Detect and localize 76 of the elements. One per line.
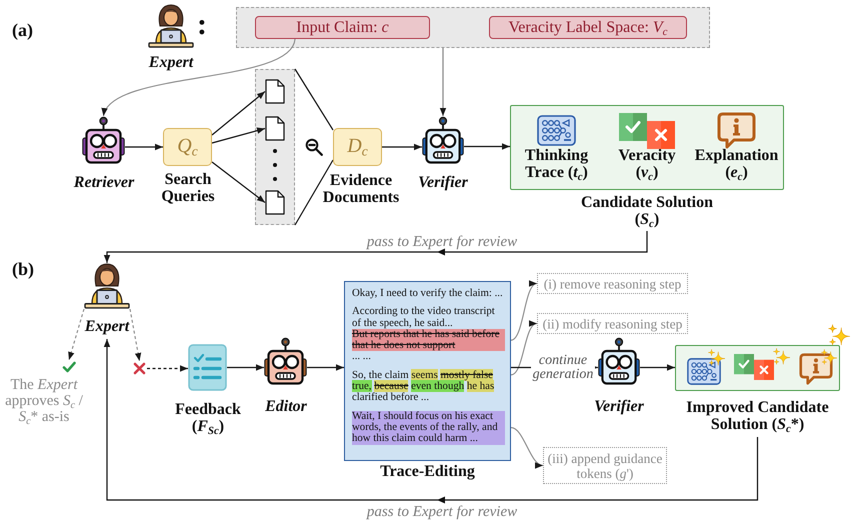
arrow	[125, 144, 163, 150]
component-label: Feedback (F$_{Sc}$)	[174, 401, 242, 435]
panel-caption: Candidate Solution (S$_{c}$)	[580, 194, 714, 228]
variable-label: D$_{c}$	[347, 134, 368, 157]
dashed-group-panel	[255, 69, 295, 225]
trace-text: So, the claim	[352, 368, 409, 381]
struck-out-text: But reports that he has said before that he does not support	[352, 328, 505, 352]
arrow	[212, 91, 266, 136]
panel-letter: (b)	[12, 259, 34, 279]
document-icon	[265, 190, 285, 215]
dashed-arrow	[129, 308, 142, 362]
arrow	[104, 339, 758, 501]
trace-text: ... ...	[352, 350, 371, 362]
edge-label: pass to Expert for review	[366, 504, 518, 520]
box-caption: Evidence Documents	[322, 173, 400, 206]
edge-label: continue generation	[531, 354, 595, 382]
step-box	[537, 313, 688, 334]
arrow	[104, 231, 648, 263]
step-label: (i) remove reasoning step	[544, 276, 682, 291]
input-label: Input Claim: c	[296, 18, 389, 36]
arrow	[464, 143, 510, 150]
arrow	[227, 364, 264, 371]
role-label: Expert	[148, 54, 194, 72]
arrow	[510, 427, 544, 467]
panel-caption: Trace-Editing	[380, 463, 475, 481]
arrow	[510, 322, 538, 376]
role-label: Verifier	[594, 398, 644, 416]
arrow	[382, 144, 422, 150]
variable-box	[333, 128, 382, 166]
input-box	[255, 16, 430, 39]
role-label: Retriever	[74, 174, 134, 192]
arrow	[212, 162, 266, 203]
arrow	[510, 282, 538, 341]
highlighted-text: seems	[411, 368, 438, 381]
arrow	[440, 48, 446, 116]
cross-mark-icon	[133, 362, 146, 375]
box-caption: Search Queries	[160, 172, 216, 205]
dashed-arrow	[68, 308, 85, 360]
component-label: Thinking Trace (t$_{c}$)	[524, 148, 590, 181]
highlighted-text: even though	[411, 380, 464, 392]
role-label: Editor	[265, 398, 307, 416]
panel-caption: Improved Candidate Solution (S$_{c}$*)	[685, 399, 830, 433]
trace-text: According to the video transcript of the speech, he said...	[352, 306, 496, 329]
input-box	[489, 16, 687, 39]
component-label: Explanation (e$_{c}$)	[694, 148, 780, 181]
variable-box	[163, 128, 212, 166]
component-label: Veracity (v$_{c}$)	[617, 148, 677, 181]
highlighted-text: true,	[352, 380, 372, 392]
trace-text: clarified before ...	[352, 391, 430, 404]
role-label: Verifier	[418, 174, 468, 192]
colon-label: :	[197, 10, 207, 40]
arrow	[103, 38, 296, 116]
document-icon	[265, 79, 285, 104]
step-label: (iii) append guidance tokens (g')	[547, 450, 663, 480]
check-mark-icon	[62, 361, 76, 373]
arrow	[640, 364, 675, 371]
trace-text: Okay, I need to verify the claim: ...	[352, 288, 503, 300]
struck-out-text: because	[374, 380, 408, 392]
role-label: Expert	[84, 318, 130, 336]
highlighted-text: he has	[466, 380, 494, 392]
input-label: Veracity Label Space: V$_{c}$	[508, 18, 668, 36]
highlighted-text: Wait, I should focus on his exact words, the events of the rally, and how this claim could harm ...	[352, 410, 505, 445]
dashed-arrow	[147, 365, 188, 372]
document-icon	[265, 116, 285, 141]
variable-label: Q$_{c}$	[177, 134, 198, 157]
dashed-group-panel	[236, 7, 710, 48]
step-label: (ii) modify reasoning step	[542, 316, 682, 331]
step-box	[537, 273, 688, 294]
panel-letter: (a)	[12, 20, 33, 40]
arrow	[307, 364, 344, 371]
connector-line	[294, 160, 334, 226]
approval-note: The Expert approves S$_{c}$ / S$_{c}$* as-is	[4, 377, 84, 425]
arrow	[212, 128, 266, 144]
edge-label: pass to Expert for review	[366, 234, 518, 250]
connector-line	[294, 68, 334, 130]
struck-out-text: mostly false	[440, 368, 493, 381]
